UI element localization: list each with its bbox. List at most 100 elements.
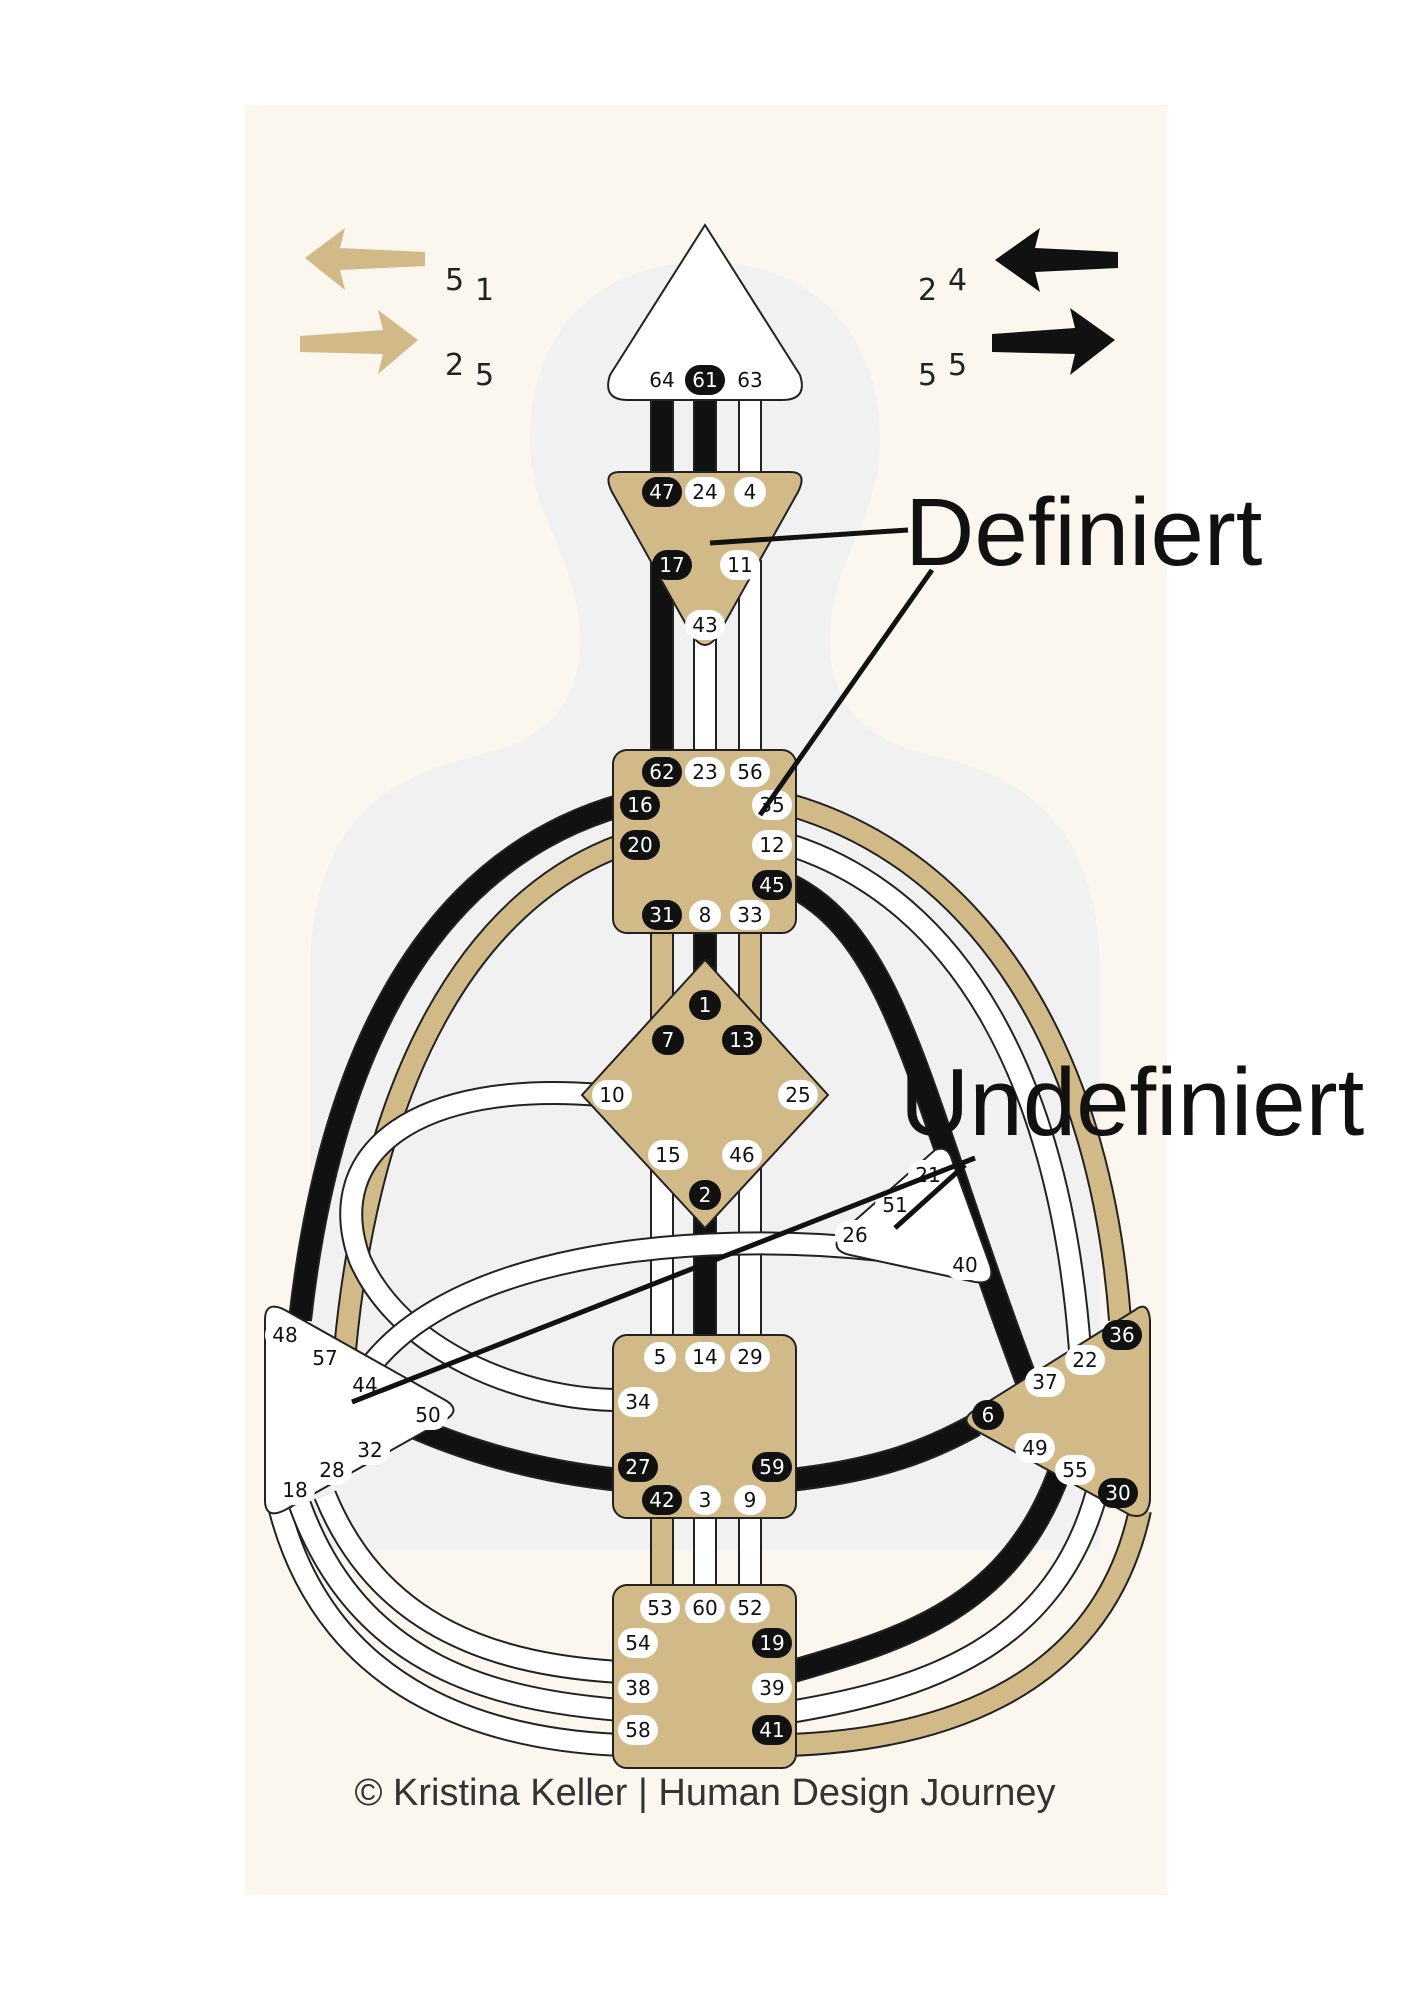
gate-47: 47 bbox=[642, 477, 682, 507]
gate-63: 63 bbox=[730, 365, 770, 395]
gate-38-badge bbox=[618, 1673, 658, 1703]
gate-11-number: 11 bbox=[727, 553, 752, 577]
gate-56: 56 bbox=[730, 757, 770, 787]
gate-60: 60 bbox=[685, 1593, 725, 1623]
right-bottom-color: 5 bbox=[948, 348, 967, 383]
gate-32-badge bbox=[350, 1435, 390, 1465]
gate-9: 9 bbox=[734, 1485, 766, 1515]
right-top-color: 4 bbox=[948, 263, 967, 298]
gate-15-badge bbox=[648, 1140, 688, 1170]
gate-8-badge bbox=[689, 900, 721, 930]
throat-center bbox=[612, 749, 797, 934]
channel-41-30 bbox=[789, 1507, 1150, 1755]
channel-58-18 bbox=[270, 1507, 621, 1755]
ajna-center bbox=[607, 471, 803, 646]
gate-49-badge bbox=[1015, 1433, 1055, 1463]
gate-59: 59 bbox=[752, 1452, 792, 1482]
channel-44-26 bbox=[346, 1233, 882, 1395]
gate-6-badge bbox=[972, 1400, 1004, 1430]
left-arrows: 5 1 2 5 bbox=[300, 228, 494, 393]
gate-45-number: 45 bbox=[759, 873, 784, 897]
gate-22: 22 bbox=[1065, 1345, 1105, 1375]
channel-39-55 bbox=[788, 1477, 1110, 1722]
channel-38-28 bbox=[290, 1501, 621, 1720]
gate-23-number: 23 bbox=[692, 760, 717, 784]
gate-10: 10 bbox=[592, 1080, 632, 1110]
channel-35-36 bbox=[787, 795, 1130, 1321]
gate-42-number: 42 bbox=[649, 1488, 674, 1512]
gate-51-number: 51 bbox=[882, 1193, 907, 1217]
gate-58-number: 58 bbox=[625, 1718, 650, 1742]
gate-31: 31 bbox=[642, 900, 682, 930]
gate-48: 48 bbox=[265, 1320, 305, 1350]
gate-33-badge bbox=[730, 900, 770, 930]
gate-29-badge bbox=[730, 1342, 770, 1372]
gate-47-badge bbox=[642, 477, 682, 507]
gate-12-badge bbox=[752, 830, 792, 860]
defined-pointer-line-2 bbox=[757, 568, 935, 817]
gate-57-number: 57 bbox=[312, 1346, 337, 1370]
gate-12: 12 bbox=[752, 830, 792, 860]
gate-5-number: 5 bbox=[654, 1345, 667, 1369]
gate-54-number: 54 bbox=[625, 1631, 650, 1655]
gate-8-number: 8 bbox=[699, 903, 712, 927]
gate-38-number: 38 bbox=[625, 1676, 650, 1700]
gate-58: 58 bbox=[618, 1715, 658, 1745]
gate-49-number: 49 bbox=[1022, 1436, 1047, 1460]
gate-36: 36 bbox=[1102, 1320, 1142, 1350]
gate-25-number: 25 bbox=[785, 1083, 810, 1107]
channel-10-34 bbox=[341, 1082, 621, 1410]
right-top-line: 2 bbox=[918, 273, 937, 308]
centers bbox=[264, 223, 1151, 1769]
gate-15: 15 bbox=[648, 1140, 688, 1170]
gate-7: 7 bbox=[652, 1025, 684, 1055]
gate-16-badge bbox=[620, 790, 660, 820]
gate-9-number: 9 bbox=[744, 1488, 757, 1512]
gate-26-number: 26 bbox=[842, 1223, 867, 1247]
gate-40-number: 40 bbox=[952, 1253, 977, 1277]
gate-62-number: 62 bbox=[649, 760, 674, 784]
gate-16: 16 bbox=[620, 790, 660, 820]
defined-pointer-line-1 bbox=[709, 527, 909, 546]
gate-7-badge bbox=[652, 1025, 684, 1055]
gate-14-number: 14 bbox=[692, 1345, 717, 1369]
gate-55-badge bbox=[1055, 1455, 1095, 1485]
right-arrows: 2 4 5 5 bbox=[918, 228, 1118, 393]
gate-62: 62 bbox=[642, 757, 682, 787]
gate-6-number: 6 bbox=[982, 1403, 995, 1427]
gate-55-number: 55 bbox=[1062, 1458, 1087, 1482]
gate-40-badge bbox=[945, 1250, 985, 1280]
gate-49: 49 bbox=[1015, 1433, 1055, 1463]
gate-22-number: 22 bbox=[1072, 1348, 1097, 1372]
gate-24-badge bbox=[685, 477, 725, 507]
gate-43: 43 bbox=[685, 610, 725, 640]
gate-34-number: 34 bbox=[625, 1390, 650, 1414]
gate-2: 2 bbox=[689, 1180, 721, 1210]
gate-27: 27 bbox=[618, 1452, 658, 1482]
gate-33-number: 33 bbox=[737, 903, 762, 927]
gate-26: 26 bbox=[835, 1220, 875, 1250]
gate-46: 46 bbox=[722, 1140, 762, 1170]
left-arrow-top-icon bbox=[305, 228, 425, 290]
gate-19-badge bbox=[752, 1628, 792, 1658]
gate-52-badge bbox=[730, 1593, 770, 1623]
gate-64: 64 bbox=[642, 365, 682, 395]
gate-53-number: 53 bbox=[647, 1596, 672, 1620]
gate-18: 18 bbox=[275, 1475, 315, 1505]
gate-30-number: 30 bbox=[1105, 1481, 1130, 1505]
gate-29-number: 29 bbox=[737, 1345, 762, 1369]
channel-19-49 bbox=[787, 1466, 1070, 1682]
gate-11-badge bbox=[720, 550, 760, 580]
gate-9-badge bbox=[734, 1485, 766, 1515]
gate-17: 17 bbox=[652, 550, 692, 580]
gate-59-badge bbox=[752, 1452, 792, 1482]
gate-61-badge bbox=[685, 365, 725, 395]
sacral-center bbox=[612, 1334, 797, 1519]
gate-36-number: 36 bbox=[1109, 1323, 1134, 1347]
gate-45: 45 bbox=[752, 870, 792, 900]
gate-33: 33 bbox=[730, 900, 770, 930]
channel-12-22 bbox=[786, 835, 1090, 1351]
gate-55: 55 bbox=[1055, 1455, 1095, 1485]
head-center bbox=[607, 223, 803, 401]
